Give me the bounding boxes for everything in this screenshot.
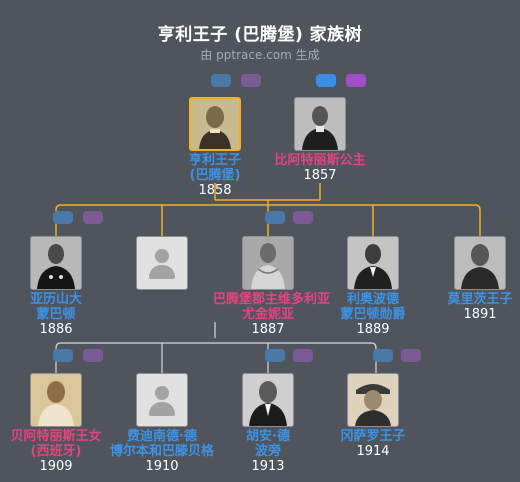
person-name-alexander: 亚历山大 蒙巴顿 <box>29 292 82 322</box>
person-year-victoria-eugenie: 1887 <box>251 322 285 337</box>
portrait-victoria-eugenie-icon <box>242 236 294 290</box>
person-card-fernando[interactable]: 费迪南德·德 博尔本和巴滕贝格 1910 <box>107 373 217 474</box>
gonzalo-parents-mother-button[interactable] <box>401 349 421 362</box>
portrait-juan-icon <box>242 373 294 427</box>
person-year-leopold: 1889 <box>356 322 390 337</box>
juan-parents-mother-button[interactable] <box>293 349 313 362</box>
person-name-beatrice: 比阿特丽斯公主 <box>274 153 366 168</box>
person-card-beatrice[interactable]: 比阿特丽斯公主 1857 <box>265 97 375 183</box>
person-name-maurice: 莫里茨王子 <box>447 292 513 307</box>
person-year-alexander: 1886 <box>39 322 73 337</box>
person-card-maurice[interactable]: 莫里茨王子 1891 <box>425 236 520 322</box>
person-year-beatriz: 1909 <box>39 459 73 474</box>
beatriz-parents-father-button[interactable] <box>53 349 73 362</box>
person-year-maurice: 1891 <box>463 307 497 322</box>
person-year-beatrice: 1857 <box>303 168 337 183</box>
portrait-beatrice-icon <box>294 97 346 151</box>
person-name-fernando: 费迪南德·德 博尔本和巴滕贝格 <box>109 429 214 459</box>
person-name-victoria-eugenie: 巴腾堡郡主维多利亚 尤金妮亚 <box>213 292 331 322</box>
person-year-juan: 1913 <box>251 459 285 474</box>
henry-parents-mother-button[interactable] <box>241 74 261 87</box>
person-name-juan: 胡安·德 波旁 <box>246 429 290 459</box>
silhouette-icon <box>136 373 188 427</box>
alexander-parents-mother-button[interactable] <box>83 211 103 224</box>
person-card-beatriz[interactable]: 贝阿特丽斯王女 (西班牙) 1909 <box>1 373 111 474</box>
person-year-gonzalo: 1914 <box>356 444 390 459</box>
victoria-parents-father-button[interactable] <box>265 211 285 224</box>
beatrice-parents-mother-button[interactable] <box>346 74 366 87</box>
person-card-victoria-eugenie[interactable]: 巴腾堡郡主维多利亚 尤金妮亚 1887 <box>213 236 331 337</box>
parents-children-connector <box>55 183 481 236</box>
person-card-gonzalo[interactable]: 冈萨罗王子 1914 <box>318 373 428 459</box>
person-card-unknown[interactable] <box>107 236 217 290</box>
victoria-parents-mother-button[interactable] <box>293 211 313 224</box>
person-card-alexander[interactable]: 亚历山大 蒙巴顿 1886 <box>1 236 111 337</box>
beatrice-parents-father-button[interactable] <box>316 74 336 87</box>
person-name-beatriz: 贝阿特丽斯王女 (西班牙) <box>10 429 102 459</box>
person-card-leopold[interactable]: 利奥波德 蒙巴顿勋爵 1889 <box>318 236 428 337</box>
gonzalo-parents-father-button[interactable] <box>373 349 393 362</box>
person-year-fernando: 1910 <box>145 459 179 474</box>
person-card-juan[interactable]: 胡安·德 波旁 1913 <box>213 373 323 474</box>
person-name-leopold: 利奥波德 蒙巴顿勋爵 <box>340 292 406 322</box>
portrait-henry-icon <box>189 97 241 151</box>
beatriz-parents-mother-button[interactable] <box>83 349 103 362</box>
silhouette-icon <box>136 236 188 290</box>
portrait-maurice-icon <box>454 236 506 290</box>
page-title: 亨利王子 (巴腾堡) 家族树 <box>157 25 363 45</box>
person-name-henry: 亨利王子 (巴腾堡) <box>188 153 241 183</box>
alexander-parents-father-button[interactable] <box>53 211 73 224</box>
person-card-henry[interactable]: 亨利王子 (巴腾堡) 1858 <box>160 97 270 198</box>
henry-parents-father-button[interactable] <box>211 74 231 87</box>
person-name-gonzalo: 冈萨罗王子 <box>340 429 406 444</box>
juan-parents-father-button[interactable] <box>265 349 285 362</box>
portrait-alexander-icon <box>30 236 82 290</box>
person-year-henry: 1858 <box>198 183 232 198</box>
portrait-leopold-icon <box>347 236 399 290</box>
page-subtitle: 由 pptrace.com 生成 <box>200 48 320 62</box>
portrait-gonzalo-icon <box>347 373 399 427</box>
portrait-beatriz-icon <box>30 373 82 427</box>
